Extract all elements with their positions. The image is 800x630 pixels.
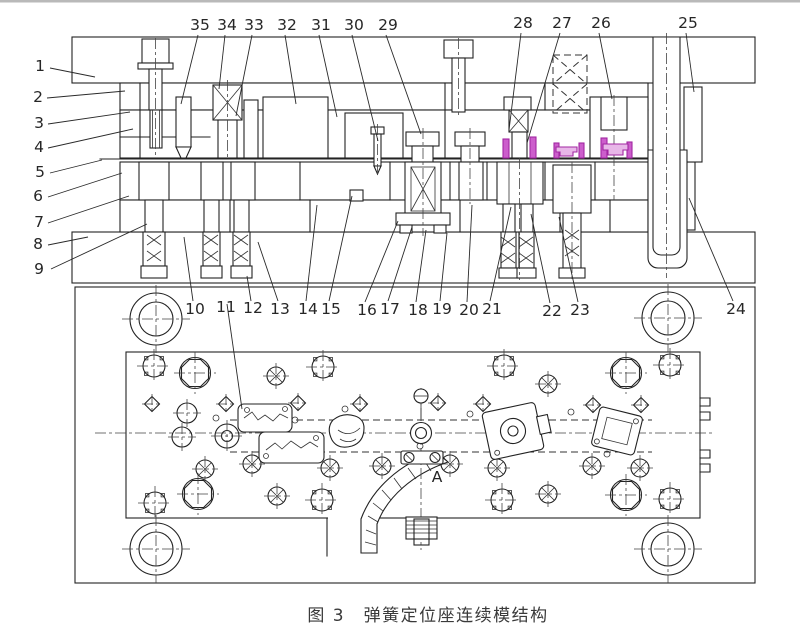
leader-lines xyxy=(46,32,734,410)
part-label-34: 34 xyxy=(217,16,237,34)
upper-backing-plate xyxy=(119,82,649,111)
edge-notch xyxy=(699,397,711,407)
section-view xyxy=(71,33,756,284)
part-label-13: 13 xyxy=(270,300,290,318)
part-label-5: 5 xyxy=(35,163,45,181)
punch xyxy=(600,95,628,200)
part-label-33: 33 xyxy=(244,16,264,34)
part-label-7: 7 xyxy=(34,213,44,231)
part-label-23: 23 xyxy=(570,301,590,319)
spring-pin-station xyxy=(552,162,592,280)
section-a-station xyxy=(400,388,444,550)
part-label-35: 35 xyxy=(190,16,210,34)
part-label-6: 6 xyxy=(33,187,43,205)
spring-pin-station xyxy=(496,158,544,280)
part-label-12: 12 xyxy=(243,299,263,317)
guide-hole xyxy=(121,284,191,354)
stamped-part-stations xyxy=(237,402,643,464)
part-label-A: A xyxy=(432,468,443,486)
part-label-1: 1 xyxy=(35,57,45,75)
lifter-pin xyxy=(230,161,256,279)
edge-notch xyxy=(699,449,711,459)
part-label-22: 22 xyxy=(542,302,562,320)
upper-die-seat xyxy=(71,36,756,84)
insert-block xyxy=(262,96,329,159)
spring-punch xyxy=(503,96,532,159)
figure-caption: 图 3 弹簧定位座连续模结构 xyxy=(307,606,549,626)
part-label-31: 31 xyxy=(311,16,331,34)
part-label-8: 8 xyxy=(33,235,43,253)
guide-post xyxy=(652,36,681,256)
lifter-pin xyxy=(200,161,224,279)
socket-bolt xyxy=(443,38,474,118)
guide-hole xyxy=(633,514,703,584)
lifter-pin xyxy=(138,161,170,279)
part-label-11: 11 xyxy=(216,298,236,316)
part-label-17: 17 xyxy=(380,300,400,318)
lower-die-seat xyxy=(71,231,756,284)
part-label-2: 2 xyxy=(33,88,43,106)
edge-notch xyxy=(699,411,711,421)
strip-ticks xyxy=(364,459,432,546)
part-label-16: 16 xyxy=(357,301,377,319)
guide-hole xyxy=(633,283,703,353)
stepped-punch xyxy=(454,128,486,204)
guide-hole xyxy=(121,514,191,584)
edge-notch xyxy=(699,463,711,473)
plan-view xyxy=(74,283,756,584)
part-label-18: 18 xyxy=(408,301,428,319)
part-label-19: 19 xyxy=(432,300,452,318)
part-label-21: 21 xyxy=(482,300,502,318)
punch xyxy=(243,99,259,159)
part-label-24: 24 xyxy=(726,300,746,318)
spring-block xyxy=(212,80,243,160)
forming-punch xyxy=(395,128,451,236)
part-label-28: 28 xyxy=(513,14,533,32)
die-insert xyxy=(349,189,364,202)
part-label-29: 29 xyxy=(378,16,398,34)
part-label-30: 30 xyxy=(344,16,364,34)
part-label-27: 27 xyxy=(552,14,572,32)
part-label-9: 9 xyxy=(34,260,44,278)
part-label-25: 25 xyxy=(678,14,698,32)
spring-symbol xyxy=(552,54,588,114)
part-label-26: 26 xyxy=(591,14,611,32)
part-label-32: 32 xyxy=(277,16,297,34)
punch xyxy=(175,96,192,159)
part-label-20: 20 xyxy=(459,301,479,319)
lower-holder-outline xyxy=(74,286,756,584)
part-label-10: 10 xyxy=(185,300,205,318)
part-label-4: 4 xyxy=(34,138,44,156)
highlighted-strip-parts xyxy=(502,136,633,159)
part-label-15: 15 xyxy=(321,300,341,318)
part-label-14: 14 xyxy=(298,300,318,318)
part-label-3: 3 xyxy=(34,114,44,132)
socket-bolt xyxy=(137,38,174,156)
scan-border xyxy=(0,0,800,3)
pilot-pin xyxy=(370,124,385,178)
